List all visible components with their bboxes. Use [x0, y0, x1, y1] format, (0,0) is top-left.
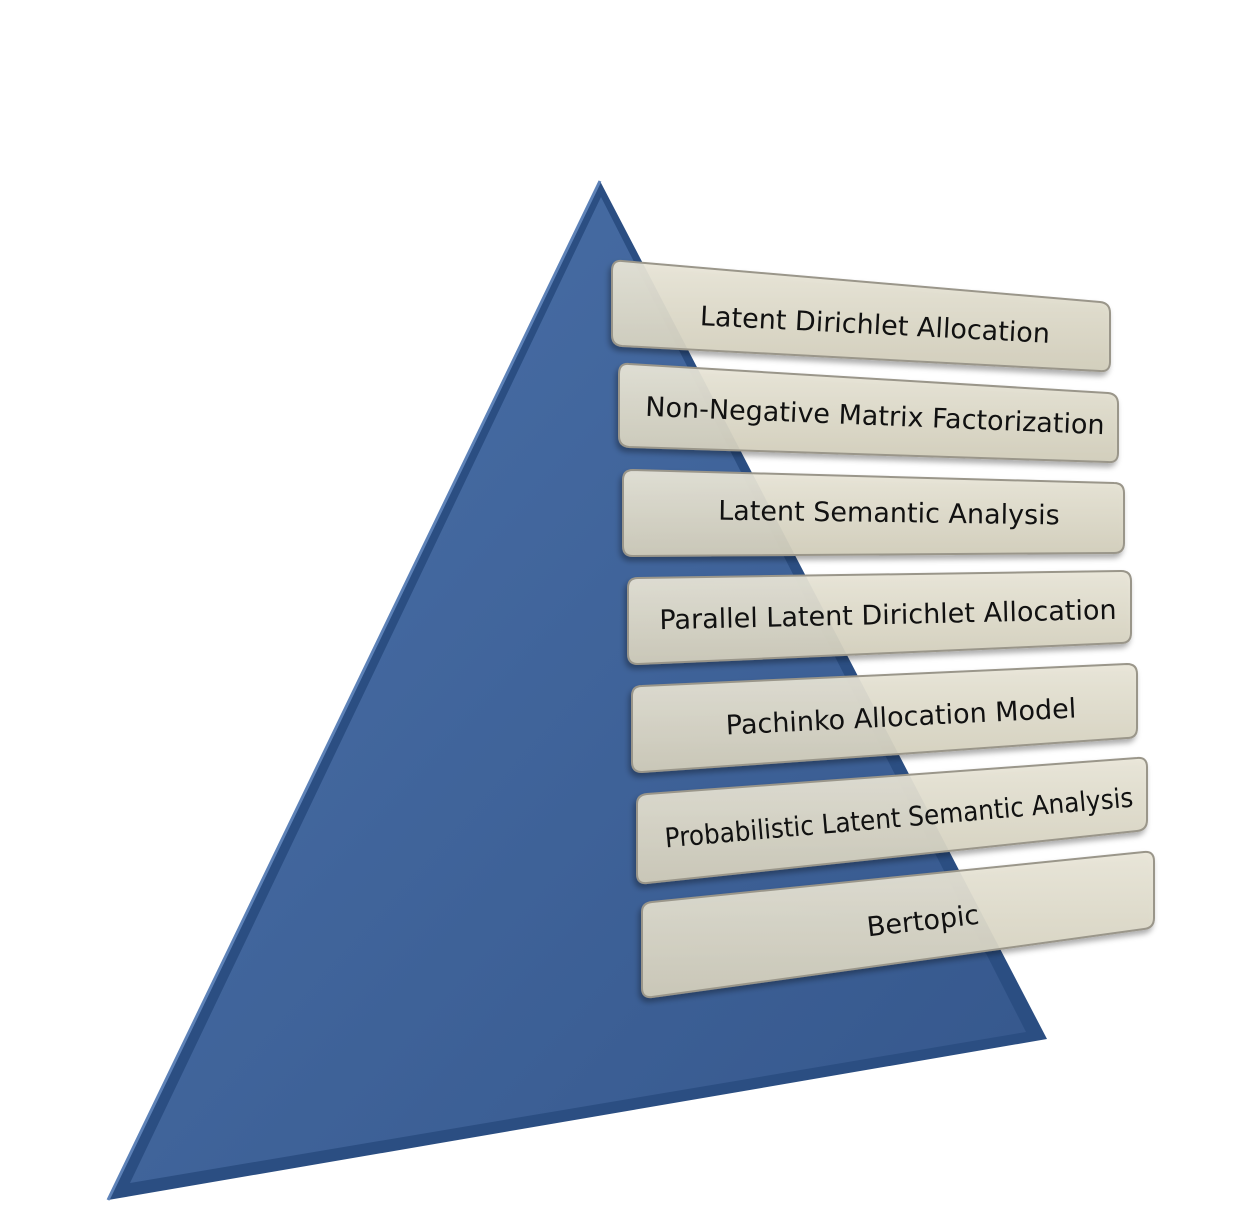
- bar-item-2: Non-Negative Matrix Factorization: [618, 362, 1119, 464]
- bar-shape: [631, 662, 1138, 774]
- bar-shape: [641, 850, 1155, 999]
- bar-label: Latent Semantic Analysis: [718, 496, 1060, 532]
- bar-item-4: Parallel Latent Dirichlet Allocation: [627, 569, 1132, 666]
- topic-model-list: Latent Dirichlet Allocation Non-Negative…: [611, 259, 1155, 999]
- bar-item-5: Pachinko Allocation Model: [631, 662, 1138, 774]
- bar-item-1: Latent Dirichlet Allocation: [611, 259, 1111, 373]
- bar-shape: [636, 756, 1148, 885]
- bar-shape: [618, 362, 1119, 464]
- bar-shape: [611, 259, 1111, 373]
- bar-item-3: Latent Semantic Analysis: [622, 468, 1125, 558]
- bar-item-6: Probabilistic Latent Semantic Analysis: [636, 756, 1148, 885]
- bar-shape: [622, 468, 1125, 558]
- bar-shape: [627, 569, 1132, 666]
- bar-item-7: Bertopic: [641, 850, 1155, 999]
